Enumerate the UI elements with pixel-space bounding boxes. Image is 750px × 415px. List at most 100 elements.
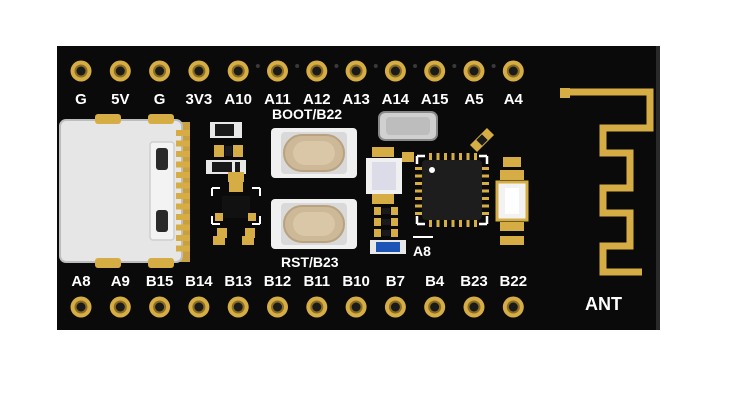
via-dots bbox=[255, 64, 496, 68]
top-pin-label-a11: A11 bbox=[264, 91, 291, 108]
top-pin-label-a15: A15 bbox=[421, 91, 449, 108]
reset-button[interactable] bbox=[271, 199, 357, 249]
top-pin-label-a12: A12 bbox=[303, 91, 331, 108]
bottom-pin-pad-b10 bbox=[345, 296, 367, 318]
top-pin-label-5v: 5V bbox=[111, 91, 129, 108]
bottom-pin-pad-b11 bbox=[306, 296, 328, 318]
bottom-pin-label-b12: B12 bbox=[264, 273, 292, 290]
antenna-label: ANT bbox=[585, 294, 622, 314]
top-pin-label-a14: A14 bbox=[382, 91, 410, 108]
bottom-pin-pad-b23 bbox=[463, 296, 485, 318]
bottom-pin-pad-a9 bbox=[109, 296, 131, 318]
small-caps bbox=[213, 236, 254, 245]
via-dot bbox=[295, 64, 300, 68]
bottom-pin-label-b10: B10 bbox=[342, 273, 370, 290]
top-pin-pad-a12 bbox=[306, 60, 328, 82]
mcu-chip bbox=[415, 153, 489, 227]
bottom-pin-label-a9: A9 bbox=[111, 273, 130, 290]
top-pin-pad-g bbox=[149, 60, 171, 82]
boot-label: BOOT/B22 bbox=[272, 106, 342, 122]
top-pin-label-a5: A5 bbox=[464, 91, 483, 108]
pcb-right-edge bbox=[656, 46, 660, 330]
status-led bbox=[370, 240, 406, 254]
bottom-pin-label-b14: B14 bbox=[185, 273, 213, 290]
top-pin-pad-a5 bbox=[463, 60, 485, 82]
bottom-pin-label-b11: B11 bbox=[303, 273, 330, 290]
crystal-oscillator bbox=[378, 111, 438, 141]
via-dot bbox=[255, 64, 260, 68]
usb-pin bbox=[176, 140, 190, 147]
bottom-pin-label-a8: A8 bbox=[71, 273, 90, 290]
bottom-pin-pad-b7 bbox=[384, 296, 406, 318]
smd-cap-2 bbox=[206, 160, 246, 174]
resistor bbox=[374, 229, 398, 237]
top-pin-pad-a11 bbox=[267, 60, 288, 82]
bottom-pin-pad-b13 bbox=[227, 296, 249, 318]
bottom-pin-label-b13: B13 bbox=[224, 273, 252, 290]
top-pin-label-a13: A13 bbox=[342, 91, 370, 108]
top-pin-pad-a10 bbox=[227, 60, 249, 82]
boot-button[interactable] bbox=[271, 128, 357, 178]
regulator-chip bbox=[211, 172, 261, 238]
reset-label: RST/B23 bbox=[281, 254, 339, 270]
bottom-pin-label-b23: B23 bbox=[460, 273, 488, 290]
led-bar bbox=[413, 236, 433, 238]
smd-cap bbox=[214, 145, 243, 157]
usb-c-connector bbox=[59, 114, 190, 268]
bottom-pin-label-b22: B22 bbox=[500, 273, 528, 290]
top-pin-label-a10: A10 bbox=[224, 91, 252, 108]
usb-pins bbox=[176, 130, 190, 252]
top-pin-label-3v3: 3V3 bbox=[186, 91, 213, 108]
top-header-pins bbox=[70, 60, 524, 82]
usb-pin bbox=[176, 224, 190, 231]
via-dot bbox=[334, 64, 339, 68]
top-pin-label-g: G bbox=[154, 91, 166, 108]
antenna-trace bbox=[560, 88, 654, 276]
crystal-small bbox=[366, 147, 414, 204]
bottom-pin-label-b15: B15 bbox=[146, 273, 174, 290]
usb-pin bbox=[176, 182, 190, 189]
passive-array bbox=[374, 207, 398, 237]
usb-pin bbox=[176, 245, 190, 252]
usb-pin bbox=[176, 161, 190, 168]
bottom-pin-pad-b15 bbox=[149, 296, 171, 318]
diode bbox=[210, 122, 242, 138]
top-pin-label-g: G bbox=[75, 91, 87, 108]
resistor bbox=[374, 207, 398, 215]
bottom-pin-pad-b4 bbox=[424, 296, 446, 318]
usb-pin bbox=[176, 203, 190, 210]
rf-component bbox=[495, 157, 529, 245]
usb-pin bbox=[176, 193, 190, 199]
bottom-pin-label-b4: B4 bbox=[425, 273, 445, 290]
top-pin-pad-a4 bbox=[502, 60, 524, 82]
bottom-pin-labels: A8 A9 B15 B14 B13 B12 B11 B10 B7 B4 B23 B22 bbox=[71, 273, 527, 290]
bottom-pin-pad-a8 bbox=[70, 296, 92, 318]
resistor bbox=[374, 218, 398, 226]
bottom-pin-pad-b22 bbox=[502, 296, 524, 318]
top-pin-label-a4: A4 bbox=[504, 91, 524, 108]
usb-pin bbox=[176, 172, 190, 178]
usb-pin bbox=[176, 235, 190, 241]
top-pin-pad-a13 bbox=[345, 60, 367, 82]
top-pin-pad-g bbox=[70, 60, 92, 82]
via-dot bbox=[452, 64, 457, 68]
usb-pin bbox=[176, 151, 190, 157]
bottom-pin-pad-b12 bbox=[267, 296, 288, 318]
via-dot bbox=[491, 64, 496, 68]
top-pin-pad-a15 bbox=[424, 60, 446, 82]
top-pin-pad-a14 bbox=[384, 60, 406, 82]
top-pin-pad-5v bbox=[109, 60, 131, 82]
top-pin-labels: G 5V G 3V3 A10 A11 A12 A13 A14 A15 A5 A4 bbox=[75, 91, 523, 108]
bottom-pin-label-b7: B7 bbox=[386, 273, 405, 290]
usb-pin bbox=[176, 130, 190, 136]
bottom-header-pins bbox=[70, 296, 524, 318]
via-dot bbox=[413, 64, 418, 68]
led-label: A8 bbox=[413, 243, 431, 259]
bottom-pin-pad-b14 bbox=[188, 296, 210, 318]
top-pin-pad-3v3 bbox=[188, 60, 210, 82]
usb-pin bbox=[176, 214, 190, 220]
via-dot bbox=[373, 64, 378, 68]
diagonal-passive bbox=[469, 127, 495, 153]
